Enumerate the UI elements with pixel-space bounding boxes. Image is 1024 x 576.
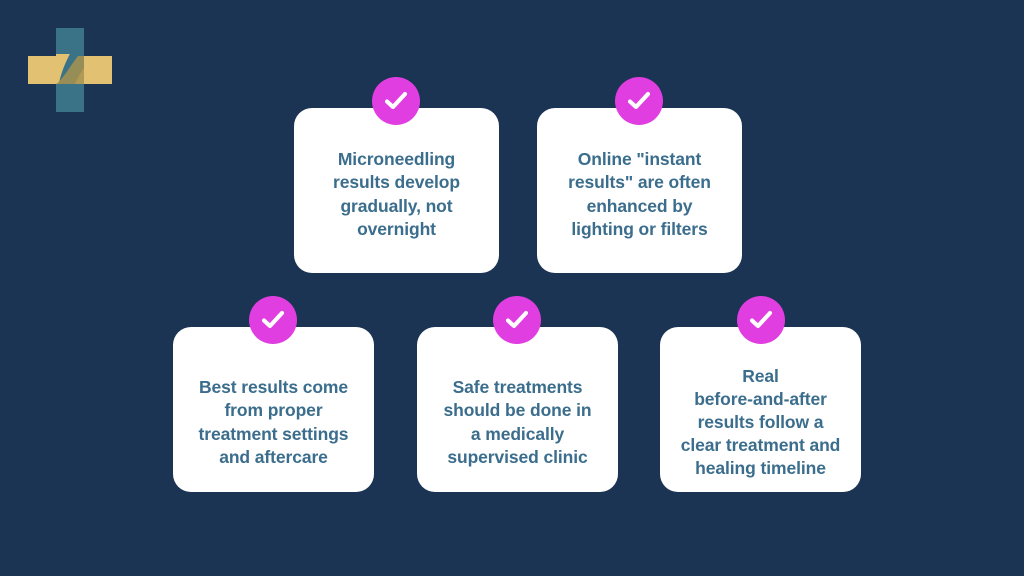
check-icon-5: [749, 310, 773, 329]
info-card-3[interactable]: Best results come from proper treatment …: [173, 327, 374, 492]
info-card-5[interactable]: Real before-and-after results follow a c…: [660, 327, 861, 492]
medical-cross-logo: [20, 18, 120, 118]
logo-overlap: [56, 56, 84, 84]
check-circle-icon-4: [493, 296, 541, 344]
info-card-3-text: Best results come from proper treatment …: [198, 377, 349, 467]
info-card-2-text: Online "instant results" are often enhan…: [568, 149, 711, 239]
info-card-4-text: Safe treatments should be done in a medi…: [443, 377, 592, 467]
logo-svg: [28, 28, 112, 112]
check-icon-4: [505, 310, 529, 329]
check-circle-icon-3: [249, 296, 297, 344]
info-card-1-text: Microneedling results develop gradually,…: [333, 149, 460, 239]
info-card-1[interactable]: Microneedling results develop gradually,…: [294, 108, 499, 273]
info-card-5-text: Real before-and-after results follow a c…: [680, 365, 841, 479]
info-card-2[interactable]: Online "instant results" are often enhan…: [537, 108, 742, 273]
info-card-4[interactable]: Safe treatments should be done in a medi…: [417, 327, 618, 492]
check-circle-icon-2: [615, 77, 663, 125]
check-circle-icon-1: [372, 77, 420, 125]
check-icon-3: [261, 310, 285, 329]
check-circle-icon-5: [737, 296, 785, 344]
check-icon-2: [627, 91, 651, 110]
check-icon-1: [384, 91, 408, 110]
